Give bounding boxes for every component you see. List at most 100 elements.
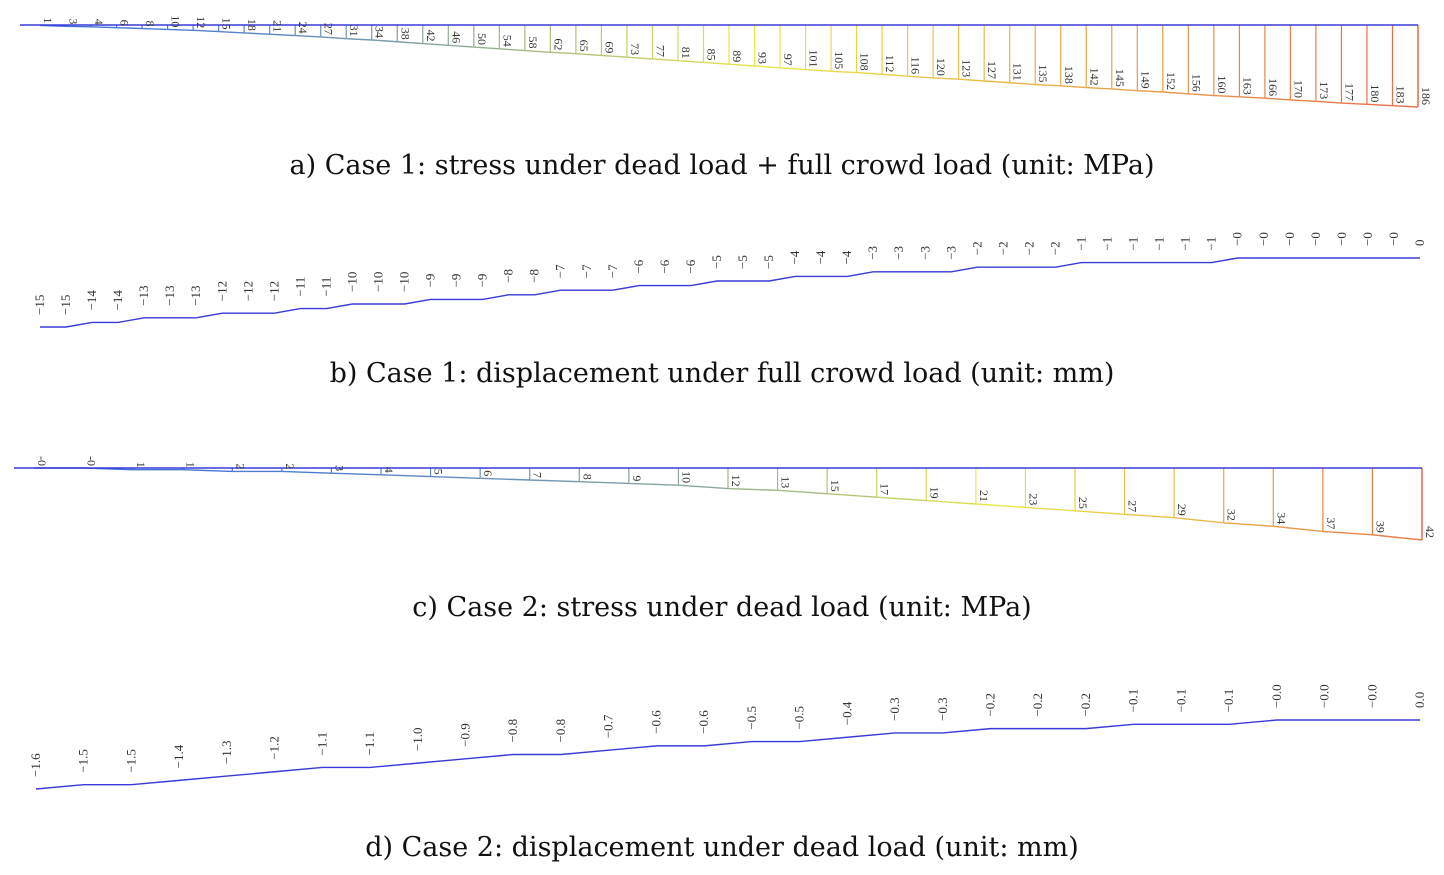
value-label-46: 160 <box>1215 76 1229 94</box>
stress-outline-6 <box>331 472 382 476</box>
stress-outline-17 <box>473 46 500 50</box>
value-label-36: 123 <box>960 59 974 77</box>
value-label-11: −0.8 <box>553 719 568 743</box>
value-label-41: −1 <box>1100 237 1115 251</box>
value-label-6: −1.1 <box>314 732 329 756</box>
value-label-3: 6 <box>118 20 132 26</box>
value-label-48: 166 <box>1266 78 1280 96</box>
value-label-18: −0.3 <box>887 697 902 721</box>
caption-c: c) Case 2: stress under dead load (unit:… <box>412 592 1032 623</box>
value-label-37: −2 <box>995 241 1010 255</box>
value-label-39: 135 <box>1036 65 1050 83</box>
value-label-5: −1.2 <box>267 736 282 760</box>
stress-outline-23 <box>1174 517 1224 524</box>
value-label-19: 58 <box>526 37 540 49</box>
stress-outline-4 <box>142 27 168 31</box>
value-label-19: 21 <box>977 490 991 502</box>
stress-outline-5 <box>281 470 332 474</box>
value-label-2: −14 <box>84 290 99 311</box>
value-label-30: −4 <box>813 250 828 264</box>
value-label-14: 12 <box>729 475 743 487</box>
value-label-16: −0.5 <box>792 706 807 730</box>
stress-outline-33 <box>882 73 908 77</box>
value-label-34: −3 <box>917 246 932 260</box>
value-label-22: −0.2 <box>1078 693 1093 717</box>
value-label-23: −6 <box>631 259 646 273</box>
value-label-32: −3 <box>865 246 880 260</box>
value-label-15: −9 <box>423 274 438 288</box>
value-label-9: −0.9 <box>458 723 473 747</box>
value-label-22: 69 <box>602 41 616 53</box>
stress-outline-24 <box>1223 522 1274 527</box>
value-label-36: −2 <box>969 241 984 255</box>
value-label-39: −2 <box>1047 241 1062 255</box>
value-label-27: −5 <box>735 255 750 269</box>
value-label-9: 6 <box>481 470 495 476</box>
stress-outline-34 <box>907 75 934 79</box>
stress-outline-23 <box>626 56 653 60</box>
stress-outline-24 <box>652 58 679 62</box>
value-label-22: −7 <box>605 264 620 278</box>
value-label-25: 81 <box>679 47 693 59</box>
caption-a: a) Case 1: stress under dead load + full… <box>289 150 1155 181</box>
value-label-29: 0.0 <box>1412 692 1427 708</box>
value-label-0: −15 <box>32 295 47 315</box>
value-label-2: 1 <box>134 462 148 468</box>
value-label-16: 15 <box>828 480 842 492</box>
value-label-13: 10 <box>679 471 693 483</box>
value-label-32: 108 <box>858 53 872 71</box>
stress-outline-14 <box>397 41 423 45</box>
stress-outline-9 <box>269 33 296 37</box>
value-label-28: 93 <box>756 52 770 64</box>
value-label-24: −6 <box>657 259 672 273</box>
value-label-12: −10 <box>344 272 359 292</box>
stress-outline-38 <box>1009 82 1036 86</box>
value-label-48: −0 <box>1282 232 1297 246</box>
value-label-9: −12 <box>266 281 281 301</box>
value-label-42: 145 <box>1113 69 1127 87</box>
stress-outline-14 <box>727 487 778 491</box>
stress-outline-21 <box>1074 510 1125 515</box>
value-label-20: 62 <box>551 38 565 50</box>
value-label-17: 50 <box>475 33 489 45</box>
displacement-line <box>35 719 1420 790</box>
stress-outline-6 <box>193 29 219 33</box>
stress-outline-11 <box>320 36 347 40</box>
value-label-33: −3 <box>891 246 906 260</box>
value-label-4: −13 <box>136 285 151 305</box>
value-label-43: −1 <box>1152 237 1167 251</box>
value-label-4: 2 <box>233 463 247 469</box>
stress-outline-10 <box>295 34 321 38</box>
value-label-40: −1 <box>1074 237 1089 251</box>
value-label-30: 101 <box>807 50 821 68</box>
value-label-26: −0.0 <box>1269 684 1284 708</box>
displacement-line <box>40 257 1420 328</box>
value-label-4: −1.3 <box>219 740 234 764</box>
value-label-2: 4 <box>92 19 106 25</box>
value-label-44: 152 <box>1164 72 1178 90</box>
value-label-11: −11 <box>318 277 333 297</box>
value-label-41: 142 <box>1087 68 1101 86</box>
value-label-13: −10 <box>370 272 385 292</box>
value-label-31: 105 <box>832 51 846 69</box>
stress-outline-25 <box>677 60 704 64</box>
value-label-11: 8 <box>580 474 594 480</box>
value-label-28: −5 <box>761 255 776 269</box>
value-label-50: −0 <box>1334 232 1349 246</box>
stress-outline-44 <box>1162 91 1189 95</box>
value-label-47: −0 <box>1256 232 1271 246</box>
value-label-51: 177 <box>1342 83 1356 101</box>
value-label-20: 23 <box>1026 493 1040 505</box>
value-label-16: −9 <box>449 274 464 288</box>
value-label-12: 31 <box>347 25 361 37</box>
value-label-13: 34 <box>373 26 387 38</box>
value-label-15: 42 <box>424 30 438 42</box>
value-label-26: 37 <box>1324 517 1338 529</box>
value-label-14: −10 <box>397 272 412 292</box>
stress-outline-47 <box>1239 96 1265 99</box>
value-label-8: 18 <box>245 19 259 31</box>
value-label-8: −12 <box>240 281 255 301</box>
value-label-1: −1.5 <box>76 749 91 773</box>
value-label-28: 42 <box>1423 526 1437 538</box>
